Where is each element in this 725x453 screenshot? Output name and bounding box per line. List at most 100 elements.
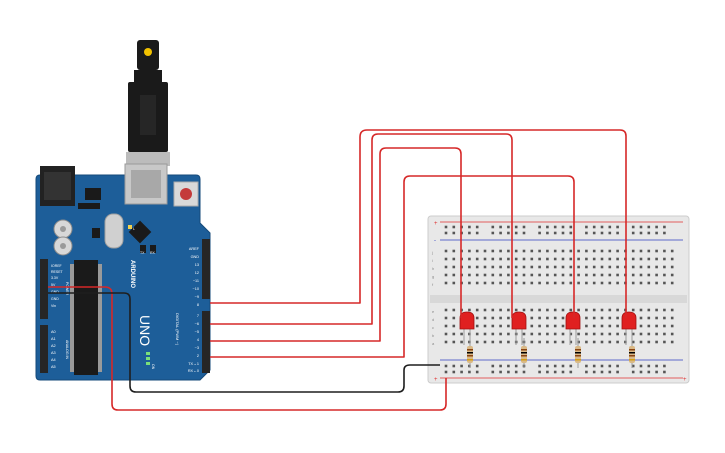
breadboard-hole[interactable]: [616, 316, 619, 320]
breadboard-hole[interactable]: [538, 324, 541, 328]
breadboard-hole[interactable]: [569, 265, 573, 269]
breadboard-hole[interactable]: [585, 231, 588, 235]
breadboard-hole[interactable]: [507, 364, 510, 368]
breadboard-hole[interactable]: [608, 370, 612, 374]
breadboard-hole[interactable]: [546, 324, 549, 328]
breadboard-hole[interactable]: [608, 340, 612, 344]
breadboard-hole[interactable]: [585, 316, 588, 320]
breadboard-hole[interactable]: [592, 231, 596, 235]
breadboard-hole[interactable]: [468, 249, 471, 253]
breadboard-hole[interactable]: [663, 308, 666, 312]
breadboard-hole[interactable]: [592, 281, 596, 285]
breadboard-hole[interactable]: [561, 225, 565, 229]
breadboard-hole[interactable]: [507, 225, 510, 229]
breadboard-hole[interactable]: [655, 316, 658, 320]
breadboard-hole[interactable]: [491, 249, 495, 253]
breadboard-hole[interactable]: [577, 281, 580, 285]
breadboard-hole[interactable]: [475, 225, 479, 229]
breadboard-hole[interactable]: [530, 265, 534, 269]
breadboard-hole[interactable]: [522, 265, 526, 269]
breadboard-hole[interactable]: [546, 273, 549, 277]
breadboard-hole[interactable]: [514, 231, 518, 235]
breadboard-hole[interactable]: [608, 225, 612, 229]
breadboard-hole[interactable]: [468, 265, 471, 269]
breadboard-hole[interactable]: [592, 257, 596, 261]
breadboard-hole[interactable]: [514, 281, 518, 285]
breadboard-hole[interactable]: [546, 225, 549, 229]
breadboard-hole[interactable]: [483, 249, 487, 253]
breadboard-hole[interactable]: [546, 308, 549, 312]
breadboard-hole[interactable]: [585, 370, 588, 374]
breadboard-hole[interactable]: [530, 249, 534, 253]
breadboard-hole[interactable]: [647, 273, 651, 277]
breadboard-hole[interactable]: [538, 370, 541, 374]
breadboard-hole[interactable]: [569, 231, 573, 235]
breadboard-hole[interactable]: [507, 257, 510, 261]
breadboard-hole[interactable]: [608, 231, 612, 235]
breadboard-hole[interactable]: [546, 257, 549, 261]
breadboard-hole[interactable]: [585, 257, 588, 261]
breadboard-hole[interactable]: [468, 364, 471, 368]
wire-gnd-rail[interactable]: [48, 292, 440, 393]
breadboard-hole[interactable]: [483, 332, 487, 336]
breadboard-hole[interactable]: [546, 316, 549, 320]
wire-pin9-led4[interactable]: [210, 129, 627, 318]
breadboard-hole[interactable]: [499, 231, 502, 235]
breadboard-hole[interactable]: [483, 257, 487, 261]
breadboard-hole[interactable]: [561, 316, 565, 320]
breadboard-hole[interactable]: [600, 265, 604, 269]
breadboard-hole[interactable]: [663, 265, 666, 269]
breadboard-hole[interactable]: [585, 340, 588, 344]
breadboard-hole[interactable]: [475, 308, 479, 312]
breadboard-hole[interactable]: [507, 281, 510, 285]
breadboard-hole[interactable]: [639, 273, 643, 277]
breadboard-hole[interactable]: [608, 281, 612, 285]
breadboard-hole[interactable]: [491, 281, 495, 285]
breadboard-hole[interactable]: [483, 324, 487, 328]
breadboard-hole[interactable]: [499, 324, 502, 328]
breadboard-hole[interactable]: [663, 370, 666, 374]
arduino-uno-board[interactable]: TX RX IOREF RESET 3.3V 5V GND GND Vin PO…: [35, 163, 211, 381]
breadboard-hole[interactable]: [475, 249, 479, 253]
breadboard-hole[interactable]: [553, 316, 557, 320]
breadboard-hole[interactable]: [561, 273, 565, 277]
breadboard-hole[interactable]: [546, 332, 549, 336]
breadboard-hole[interactable]: [592, 249, 596, 253]
breadboard-hole[interactable]: [546, 370, 549, 374]
breadboard-hole[interactable]: [561, 281, 565, 285]
breadboard-hole[interactable]: [569, 273, 573, 277]
breadboard-hole[interactable]: [530, 257, 534, 261]
breadboard-hole[interactable]: [631, 225, 635, 229]
breadboard-hole[interactable]: [553, 225, 557, 229]
breadboard-hole[interactable]: [522, 332, 526, 336]
breadboard-hole[interactable]: [499, 316, 502, 320]
breadboard-hole[interactable]: [655, 265, 658, 269]
breadboard-hole[interactable]: [546, 364, 549, 368]
breadboard-hole[interactable]: [538, 225, 541, 229]
breadboard-hole[interactable]: [663, 281, 666, 285]
breadboard-hole[interactable]: [522, 231, 526, 235]
breadboard-hole[interactable]: [561, 370, 565, 374]
breadboard-hole[interactable]: [460, 340, 463, 344]
breadboard-hole[interactable]: [655, 340, 658, 344]
breadboard-hole[interactable]: [546, 340, 549, 344]
breadboard-hole[interactable]: [499, 332, 502, 336]
breadboard-hole[interactable]: [608, 249, 612, 253]
breadboard-hole[interactable]: [569, 281, 573, 285]
led-1[interactable]: [459, 311, 475, 345]
breadboard-hole[interactable]: [608, 308, 612, 312]
analog-header[interactable]: [40, 325, 48, 373]
breadboard-hole[interactable]: [631, 281, 635, 285]
breadboard[interactable]: + - + + j i h g f e d c b a: [427, 215, 690, 384]
breadboard-hole[interactable]: [631, 332, 635, 336]
breadboard-hole[interactable]: [475, 316, 479, 320]
breadboard-hole[interactable]: [663, 273, 666, 277]
breadboard-hole[interactable]: [475, 364, 479, 368]
breadboard-hole[interactable]: [577, 308, 580, 312]
breadboard-hole[interactable]: [475, 265, 479, 269]
breadboard-hole[interactable]: [507, 231, 510, 235]
breadboard-hole[interactable]: [514, 257, 518, 261]
breadboard-hole[interactable]: [631, 370, 635, 374]
breadboard-hole[interactable]: [639, 265, 643, 269]
